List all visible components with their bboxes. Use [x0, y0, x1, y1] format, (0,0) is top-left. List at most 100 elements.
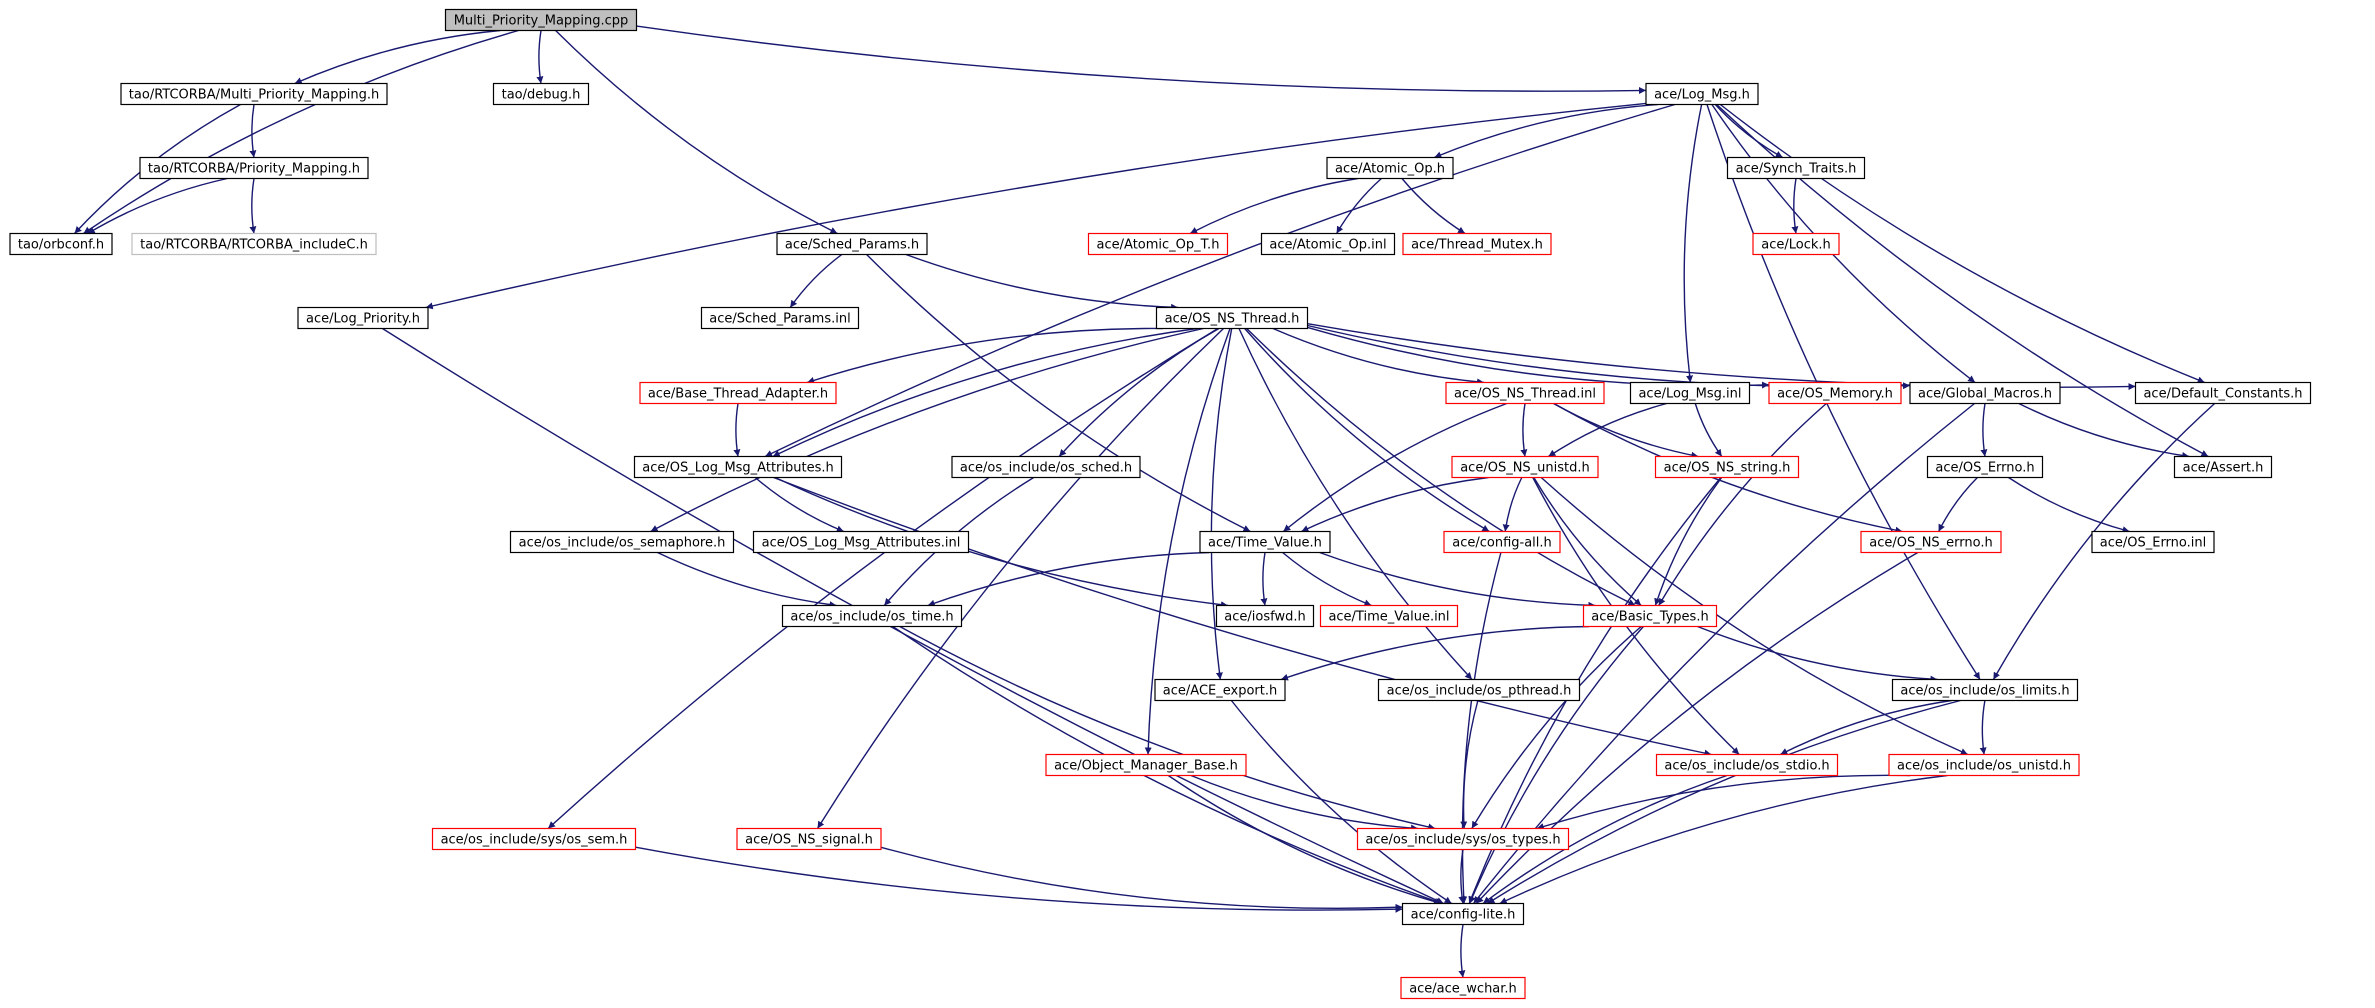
graph-node[interactable]: ace/Basic_Types.h: [1582, 604, 1718, 628]
graph-node[interactable]: ace/Lock.h: [1752, 232, 1840, 256]
graph-node-box: [1154, 678, 1286, 702]
graph-node[interactable]: ace/Assert.h: [2173, 455, 2273, 479]
graph-edge: [536, 30, 544, 84]
graph-node[interactable]: tao/RTCORBA/RTCORBA_includeC.h: [131, 232, 377, 256]
graph-node[interactable]: ace/OS_NS_unistd.h: [1451, 455, 1599, 479]
graph-node[interactable]: ace/os_include/os_unistd.h: [1888, 753, 2080, 777]
graph-node[interactable]: ace/Sched_Params.inl: [700, 306, 860, 330]
graph-node-label: ace/os_include/sys/os_types.h: [1365, 833, 1560, 848]
graph-node[interactable]: ace/Atomic_Op_T.h: [1087, 232, 1229, 256]
graph-node[interactable]: ace/Thread_Mutex.h: [1402, 232, 1552, 256]
graph-edge: [774, 476, 1228, 609]
graph-node[interactable]: tao/RTCORBA/Priority_Mapping.h: [139, 156, 369, 180]
graph-edge: [2008, 476, 2130, 534]
graph-edge: [1280, 625, 1590, 681]
graph-node-box: [431, 827, 637, 851]
graph-node-label: tao/RTCORBA/Priority_Mapping.h: [148, 162, 360, 177]
graph-node-box: [492, 82, 590, 106]
graph-node[interactable]: tao/debug.h: [492, 82, 590, 106]
graph-node[interactable]: ace/os_include/sys/os_types.h: [1356, 827, 1570, 851]
graph-node[interactable]: ace/OS_NS_Thread.inl: [1445, 381, 1605, 405]
graph-edge: [1553, 402, 1903, 534]
graph-node-box: [1045, 753, 1247, 777]
graph-edge: [1282, 402, 1507, 533]
graph-edge: [555, 30, 838, 235]
graph-node[interactable]: ace/Time_Value.h: [1199, 530, 1331, 554]
graph-edge: [657, 551, 837, 609]
graph-node[interactable]: ace/os_include/os_stdio.h: [1655, 753, 1839, 777]
graph-edge: [1694, 403, 1723, 457]
graph-node[interactable]: ace/OS_Errno.inl: [2091, 530, 2215, 554]
graph-edge: [1553, 402, 1699, 459]
graph-node[interactable]: tao/orbconf.h: [9, 232, 113, 256]
graph-node[interactable]: ace/Atomic_Op.inl: [1260, 232, 1396, 256]
graph-node-box: [1215, 604, 1315, 628]
graph-node-box: [1445, 381, 1605, 405]
graph-node[interactable]: ace/os_include/sys/os_sem.h: [431, 827, 637, 851]
graph-node[interactable]: ace/OS_NS_string.h: [1654, 455, 1800, 479]
graph-edge: [1536, 774, 1911, 830]
graph-node[interactable]: tao/RTCORBA/Multi_Priority_Mapping.h: [120, 82, 388, 106]
graph-node-box: [752, 530, 970, 554]
graph-node-label: ace/Thread_Mutex.h: [1411, 238, 1543, 253]
graph-node[interactable]: ace/OS_Memory.h: [1768, 381, 1902, 405]
graph-edge: [547, 327, 1219, 830]
graph-edge: [806, 327, 1163, 384]
graph-node-box: [1768, 381, 1902, 405]
graph-node-box: [1860, 530, 2002, 554]
graph-node[interactable]: ace/os_include/os_pthread.h: [1377, 678, 1581, 702]
graph-edge: [1307, 324, 1911, 390]
graph-edge: [1471, 625, 1642, 829]
graph-edge: [892, 625, 1443, 905]
graph-node[interactable]: ace/Synch_Traits.h: [1726, 156, 1866, 180]
graph-node[interactable]: ace/Time_Value.inl: [1319, 604, 1459, 628]
graph-node[interactable]: ace/os_include/os_time.h: [781, 604, 963, 628]
graph-node[interactable]: ace/OS_Log_Msg_Attributes.inl: [752, 530, 970, 554]
graph-node[interactable]: ace/OS_NS_errno.h: [1860, 530, 2002, 554]
graph-node[interactable]: ace/iosfwd.h: [1215, 604, 1315, 628]
graph-edge: [1499, 774, 1948, 905]
graph-node[interactable]: ace/config-lite.h: [1401, 902, 1525, 926]
graph-edge: [1434, 103, 1658, 159]
graph-node[interactable]: ace/Log_Msg.h: [1645, 82, 1759, 106]
graph-node[interactable]: ace/OS_Errno.h: [1926, 455, 2044, 479]
graph-edge: [764, 103, 1676, 458]
graph-node[interactable]: ace/ace_wchar.h: [1400, 976, 1526, 1000]
graph-node-box: [1356, 827, 1570, 851]
graph-node-label: ace/OS_Log_Msg_Attributes.h: [642, 461, 833, 476]
graph-node-label: ace/OS_Errno.h: [1935, 461, 2034, 476]
graph-node[interactable]: ace/os_include/os_sched.h: [951, 455, 1141, 479]
graph-node[interactable]: ace/os_include/os_semaphore.h: [509, 530, 735, 554]
graph-edge: [733, 403, 741, 457]
graph-node[interactable]: ace/Object_Manager_Base.h: [1045, 753, 1247, 777]
graph-node-box: [9, 232, 113, 256]
graph-edge: [1144, 328, 1231, 755]
graph-node[interactable]: ace/Global_Macros.h: [1909, 381, 2061, 405]
graph-edge: [1502, 477, 1523, 532]
graph-node[interactable]: ace/Atomic_Op.h: [1326, 156, 1454, 180]
graph-node-box: [1909, 381, 2061, 405]
graph-edge: [1335, 177, 1382, 234]
graph-edge: [1190, 774, 1419, 832]
graph-edge: [1791, 178, 1799, 234]
graph-node-label: ace/Log_Priority.h: [306, 312, 420, 327]
graph-node[interactable]: ace/OS_Log_Msg_Attributes.h: [633, 455, 843, 479]
graph-node[interactable]: Multi_Priority_Mapping.cpp: [444, 8, 638, 32]
graph-node[interactable]: ace/Base_Thread_Adapter.h: [639, 381, 837, 405]
graph-node-box: [139, 156, 369, 180]
graph-node[interactable]: ace/config-all.h: [1443, 530, 1561, 554]
graph-node[interactable]: ace/Sched_Params.h: [776, 232, 928, 256]
graph-node[interactable]: ace/OS_NS_signal.h: [736, 827, 882, 851]
graph-node-label: tao/orbconf.h: [18, 238, 104, 253]
graph-edge: [1533, 477, 1642, 607]
graph-node[interactable]: ace/Default_Constants.h: [2134, 381, 2312, 405]
graph-node[interactable]: ace/Log_Priority.h: [297, 306, 429, 330]
graph-edge: [1272, 327, 1485, 386]
graph-node[interactable]: ace/Log_Msg.inl: [1629, 381, 1751, 405]
graph-edge: [1697, 625, 1938, 683]
graph-node[interactable]: ace/OS_NS_Thread.h: [1155, 306, 1309, 330]
graph-node[interactable]: ace/ACE_export.h: [1154, 678, 1286, 702]
graph-node-box: [509, 530, 735, 554]
graph-node-label: ace/OS_Errno.inl: [2100, 536, 2206, 551]
graph-node[interactable]: ace/os_include/os_limits.h: [1891, 678, 2079, 702]
